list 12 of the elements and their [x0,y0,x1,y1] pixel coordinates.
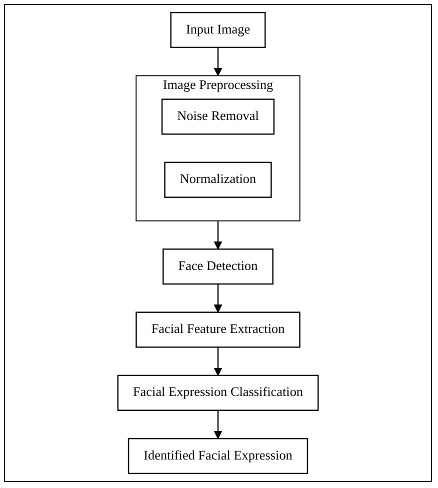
node-box: Face Detection [162,248,274,285]
arrow [214,47,222,76]
arrow [214,410,222,439]
arrow [214,220,222,250]
node-box: Facial Feature Extraction [136,312,300,348]
node-box: Input Image [170,12,266,48]
arrow [214,347,222,376]
arrow [214,284,222,313]
node-box: Facial Expression Classification [117,374,319,411]
node-box: Identified Facial Expression [128,438,308,474]
node-box: Normalization [164,162,272,198]
node-box: Noise Removal [161,98,275,135]
